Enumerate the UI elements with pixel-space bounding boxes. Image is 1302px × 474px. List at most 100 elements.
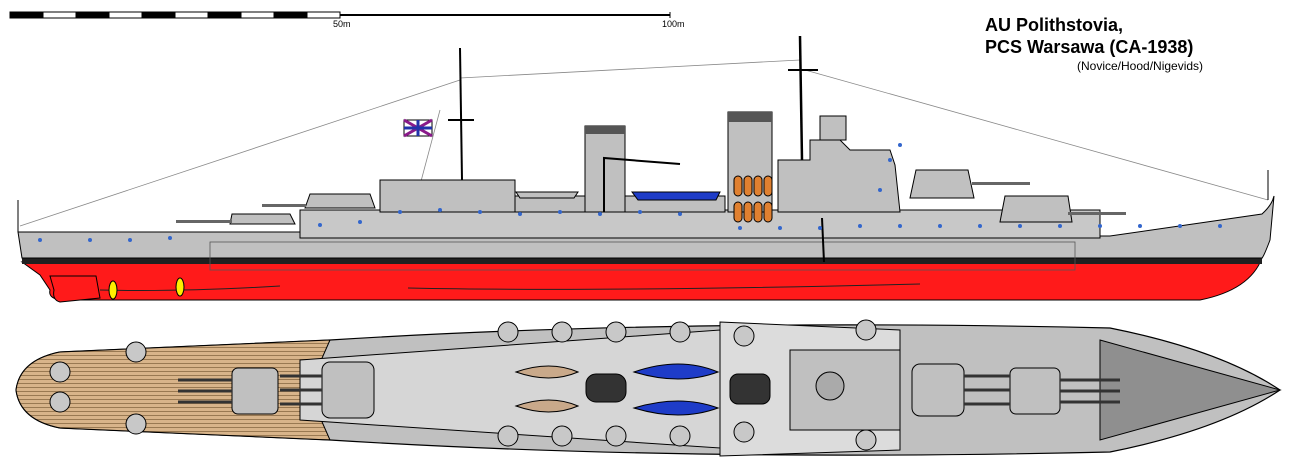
aft-funnel [584,125,626,213]
title-line-2: PCS Warsawa (CA-1938) [985,37,1194,57]
scale-block [141,11,176,19]
secondary-mount [855,429,877,451]
scale-block [207,11,242,19]
aft-superstructure [379,179,516,213]
fore-mast [798,35,804,161]
porthole [738,226,742,230]
porthole [858,224,862,228]
scale-block [306,11,341,19]
scale-label-100m: 100m [662,19,685,29]
porthole [638,210,642,214]
scale-label-50m: 50m [333,19,351,29]
portholes [38,143,1222,242]
aircraft-crane [603,156,681,212]
title-block: AU Polithstovia, PCS Warsawa (CA-1938) (… [985,14,1285,74]
porthole [88,238,92,242]
gun-turret-icon [176,193,376,225]
porthole [558,210,562,214]
aft-funnel-plan [585,373,627,403]
scale-block [174,11,209,19]
scale-block [75,11,110,19]
life-raft [733,175,743,197]
scale-block [273,11,308,19]
credits-text: (Novice/Hood/Nigevids) [1077,59,1204,73]
secondary-mount [497,425,519,447]
life-raft [753,201,763,223]
scale-block [240,11,275,19]
fore-funnel-plan [729,373,771,405]
motor-launch [631,191,721,201]
secondary-mount [497,321,519,343]
life-rafts [733,175,773,223]
title-line-1: AU Polithstovia, [985,15,1124,35]
porthole [398,210,402,214]
scale-block [9,11,44,19]
quarterdeck-planking [15,339,331,441]
stern-rudder [49,275,101,303]
porthole [598,212,602,216]
hull-side-gray [17,195,1275,259]
porthole [438,208,442,212]
scale-bar-graphic [9,11,671,19]
top-plan-view [15,319,1282,457]
bridge-plan [789,349,901,431]
scale-block [42,11,77,19]
life-raft [763,175,773,197]
porthole [778,226,782,230]
life-raft [753,175,763,197]
porthole [938,224,942,228]
gun-turret-icon [231,361,1061,419]
porthole [318,223,322,227]
motor-launch-plan [632,363,720,380]
boot-topping-stripe [22,258,1262,264]
porthole [38,238,42,242]
secondary-mount [605,321,627,343]
porthole [898,224,902,228]
secondary-mount [49,391,71,413]
porthole [888,158,892,162]
secondary-mount [551,321,573,343]
hull-underwater-red [20,257,1263,301]
life-raft [743,201,753,223]
porthole [878,188,882,192]
armor-belt [209,241,1076,271]
secondary-mount [669,321,691,343]
secondary-mount [605,425,627,447]
secondary-mount [733,325,755,347]
side-profile-view [17,35,1275,303]
porthole [358,220,362,224]
fore-funnel [727,111,773,213]
rigging-lines [19,59,1269,227]
porthole [518,212,522,216]
life-raft [743,175,753,197]
porthole [1058,224,1062,228]
porthole [978,224,982,228]
deck-outline [15,324,1282,456]
porthole [1098,224,1102,228]
secondary-mount [551,425,573,447]
secondary-gun-mounts [49,319,877,451]
polithstovian-ensign-flag [403,118,433,138]
porthole [1138,224,1142,228]
porthole [478,210,482,214]
secondary-mount [855,319,877,341]
porthole [678,212,682,216]
porthole [818,226,822,230]
main-mast [459,47,463,181]
scale-block [108,11,143,19]
secondary-mount [733,421,755,443]
secondary-mount [125,413,147,435]
deckhouse-main [299,209,1101,239]
life-raft [763,201,773,223]
gun-turret-icon [909,169,1126,223]
porthole [898,143,902,147]
porthole [128,238,132,242]
secondary-mount [125,341,147,363]
secondary-mount [49,361,71,383]
bridge-tower [777,139,901,213]
porthole [1218,224,1222,228]
porthole [1018,224,1022,228]
secondary-mount [669,425,691,447]
midships-deckhouse [514,195,726,213]
porthole [1178,224,1182,228]
